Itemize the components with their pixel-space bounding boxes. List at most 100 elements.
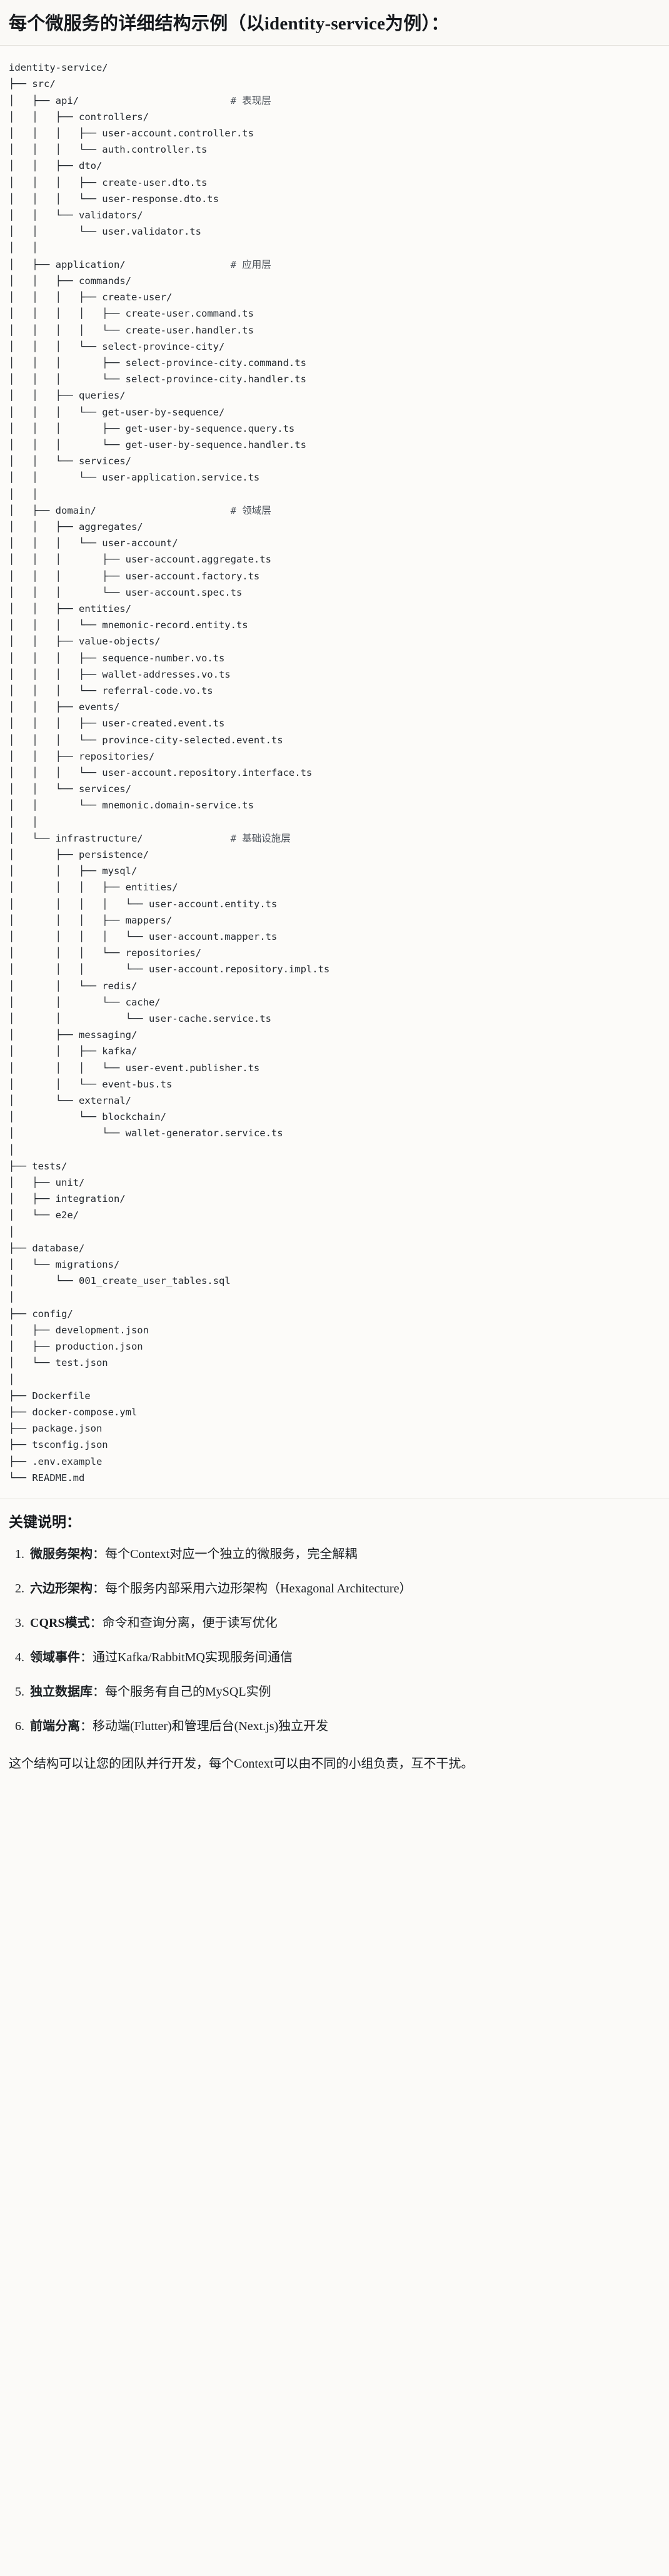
key-note-item: 前端分离：移动端(Flutter)和管理后台(Next.js)独立开发 <box>28 1718 660 1736</box>
tree-line: ├── docker-compose.yml <box>9 1406 138 1418</box>
tree-line: ├── src/ <box>9 78 56 90</box>
key-note-term: 微服务架构 <box>30 1547 93 1561</box>
tree-line: │ │ │ ├── user-account.factory.ts <box>9 570 260 582</box>
tree-line: │ │ └── services/ <box>9 783 131 795</box>
tree-line: │ │ │ ├── user-account.aggregate.ts <box>9 554 271 566</box>
key-note-item: 六边形架构：每个服务内部采用六边形架构（Hexagonal Architectu… <box>28 1580 660 1598</box>
tree-line: │ │ ├── entities/ <box>9 603 131 614</box>
tree-line: │ │ └── event-bus.ts <box>9 1078 173 1090</box>
key-notes-section: 关键说明： 微服务架构：每个Context对应一个独立的微服务，完全解耦六边形架… <box>0 1499 669 1792</box>
tree-line-comment: # 领域层 <box>230 504 271 516</box>
tree-line: │ └── 001_create_user_tables.sql <box>9 1275 231 1287</box>
tree-line: │ ├── production.json <box>9 1341 143 1353</box>
tree-line: │ │ └── user.validator.ts <box>9 226 201 238</box>
directory-tree-block: identity-service/ ├── src/ │ ├── api/ # … <box>0 46 669 1499</box>
tree-line: │ │ │ └── user-account.repository.interf… <box>9 766 313 778</box>
tree-line: │ │ │ └── get-user-by-sequence.handler.t… <box>9 439 306 451</box>
tree-line: │ └── blockchain/ <box>9 1111 166 1123</box>
tree-line: │ <box>9 1291 15 1303</box>
tree-line: │ │ │ │ └── user-account.mapper.ts <box>9 931 278 943</box>
tree-line-comment: # 应用层 <box>230 258 271 270</box>
tree-line: │ │ │ └── repositories/ <box>9 947 201 959</box>
key-note-item: CQRS模式：命令和查询分离，便于读写优化 <box>28 1614 660 1632</box>
tree-line: │ └── migrations/ <box>9 1259 120 1271</box>
tree-line: │ │ └── cache/ <box>9 996 161 1008</box>
tree-line: │ │ │ ├── sequence-number.vo.ts <box>9 652 225 664</box>
key-note-description: 每个Context对应一个独立的微服务，完全解耦 <box>105 1547 358 1561</box>
tree-line: │ └── wallet-generator.service.ts <box>9 1128 283 1139</box>
tree-line: │ ├── integration/ <box>9 1193 126 1205</box>
tree-line: ├── .env.example <box>9 1455 103 1467</box>
key-note-term: 领域事件 <box>30 1650 80 1664</box>
tree-line: │ │ └── mnemonic.domain-service.ts <box>9 800 254 812</box>
closing-paragraph: 这个结构可以让您的团队并行开发，每个Context可以由不同的小组负责，互不干扰… <box>9 1756 474 1771</box>
tree-line: │ │ │ ├── user-created.event.ts <box>9 718 225 730</box>
tree-line: │ ├── development.json <box>9 1324 149 1336</box>
key-note-description: 每个服务内部采用六边形架构（Hexagonal Architecture） <box>105 1581 412 1596</box>
tree-line: │ │ │ └── user-account.spec.ts <box>9 586 243 598</box>
tree-line: │ │ ├── mysql/ <box>9 865 138 877</box>
tree-line: │ │ │ └── auth.controller.ts <box>9 144 208 156</box>
tree-line: │ │ ├── dto/ <box>9 160 103 172</box>
tree-line: │ │ │ └── user-account/ <box>9 537 178 549</box>
tree-line: │ │ │ ├── create-user.dto.ts <box>9 176 208 188</box>
tree-line: │ │ <box>9 816 38 828</box>
tree-line: │ │ │ └── referral-code.vo.ts <box>9 685 213 696</box>
key-notes-list: 微服务架构：每个Context对应一个独立的微服务，完全解耦六边形架构：每个服务… <box>9 1545 660 1736</box>
tree-line: │ │ │ │ └── create-user.handler.ts <box>9 324 254 336</box>
tree-line: │ │ │ └── user-event.publisher.ts <box>9 1062 260 1074</box>
key-note-description: 通过Kafka/RabbitMQ实现服务间通信 <box>93 1650 293 1664</box>
tree-line: │ │ ├── repositories/ <box>9 750 155 762</box>
tree-line-path: │ └── infrastructure/ <box>9 832 231 844</box>
key-note-separator: ： <box>80 1650 93 1664</box>
tree-line: ├── tests/ <box>9 1160 68 1172</box>
tree-line-comment: # 表现层 <box>230 94 271 106</box>
tree-line: ├── Dockerfile <box>9 1390 91 1402</box>
tree-line: │ │ ├── controllers/ <box>9 111 149 123</box>
tree-line: │ <box>9 1226 15 1238</box>
tree-line: │ │ │ ├── mappers/ <box>9 914 173 926</box>
key-note-separator: ： <box>93 1547 105 1561</box>
tree-line: └── README.md <box>9 1472 85 1484</box>
tree-line: │ │ │ ├── user-account.controller.ts <box>9 128 254 140</box>
tree-line: │ │ │ ├── entities/ <box>9 882 178 893</box>
tree-line: │ │ │ │ ├── create-user.command.ts <box>9 308 254 320</box>
key-note-term: 前端分离 <box>30 1719 80 1733</box>
tree-line: │ │ └── validators/ <box>9 210 143 221</box>
tree-line: │ ├── unit/ <box>9 1177 85 1189</box>
key-note-term: 独立数据库 <box>30 1684 93 1699</box>
key-note-separator: ： <box>80 1719 93 1733</box>
tree-line: │ │ └── redis/ <box>9 980 138 992</box>
tree-line: │ │ └── services/ <box>9 456 131 467</box>
tree-line: │ └── test.json <box>9 1357 108 1369</box>
key-note-term: 六边形架构 <box>30 1581 93 1596</box>
tree-line: │ │ │ └── select-province-city.handler.t… <box>9 374 306 385</box>
tree-line: │ │ │ ├── get-user-by-sequence.query.ts <box>9 422 295 434</box>
tree-line: │ │ │ ├── wallet-addresses.vo.ts <box>9 668 231 680</box>
key-note-description: 每个服务有自己的MySQL实例 <box>105 1684 271 1699</box>
tree-line: │ │ │ │ └── user-account.entity.ts <box>9 898 278 910</box>
tree-line: │ │ ├── commands/ <box>9 275 131 287</box>
tree-line: │ │ ├── value-objects/ <box>9 636 161 648</box>
tree-line: │ └── e2e/ <box>9 1209 79 1221</box>
key-note-separator: ： <box>89 1616 103 1630</box>
tree-line: │ │ ├── events/ <box>9 701 120 713</box>
key-note-description: 移动端(Flutter)和管理后台(Next.js)独立开发 <box>93 1719 329 1733</box>
tree-line: │ <box>9 1373 15 1385</box>
tree-line: │ │ <box>9 242 38 254</box>
key-note-item: 微服务架构：每个Context对应一个独立的微服务，完全解耦 <box>28 1545 660 1564</box>
tree-line-path: │ ├── api/ <box>9 94 231 106</box>
tree-line: │ ├── messaging/ <box>9 1029 138 1041</box>
tree-line: │ │ ├── aggregates/ <box>9 521 143 532</box>
tree-line: │ │ ├── queries/ <box>9 390 126 402</box>
key-note-item: 独立数据库：每个服务有自己的MySQL实例 <box>28 1683 660 1701</box>
directory-tree-code: identity-service/ ├── src/ │ ├── api/ # … <box>9 59 660 1486</box>
tree-line-path: │ ├── domain/ <box>9 504 231 516</box>
key-note-separator: ： <box>93 1581 105 1596</box>
tree-line: ├── tsconfig.json <box>9 1439 108 1451</box>
tree-line: │ └── external/ <box>9 1095 131 1107</box>
tree-line: │ │ │ └── get-user-by-sequence/ <box>9 406 225 418</box>
key-note-item: 领域事件：通过Kafka/RabbitMQ实现服务间通信 <box>28 1649 660 1667</box>
tree-line: │ │ │ └── province-city-selected.event.t… <box>9 734 283 746</box>
tree-line: │ │ │ └── mnemonic-record.entity.ts <box>9 619 248 631</box>
